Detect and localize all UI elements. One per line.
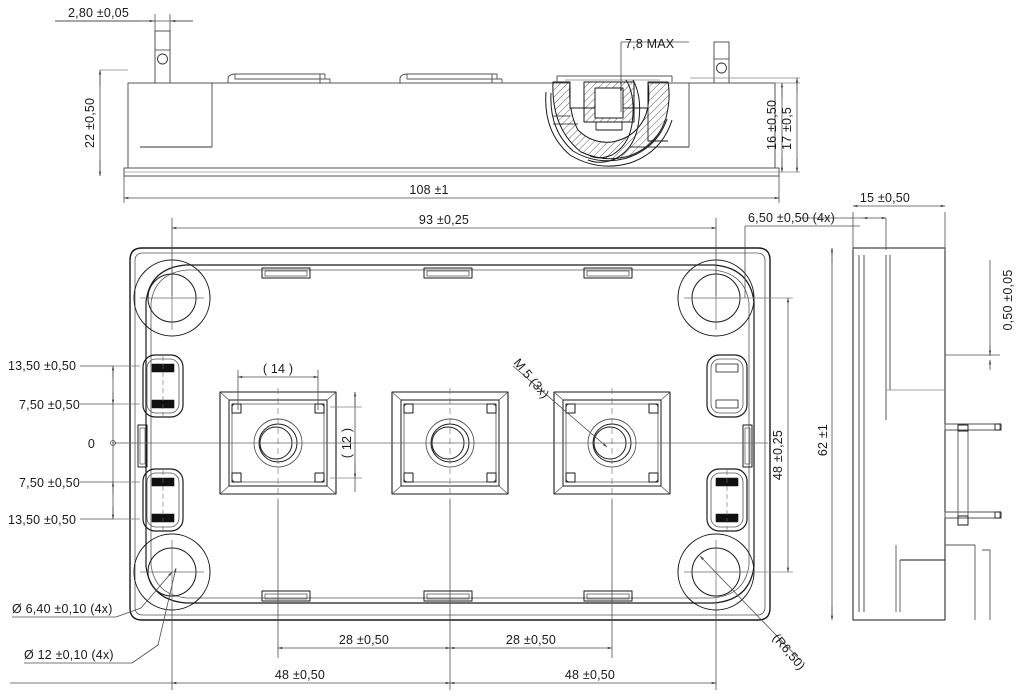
dim-label-body-height-17: 17 ±0,5 bbox=[780, 107, 794, 150]
dim-terminal-pitch bbox=[55, 14, 193, 40]
side-pin-upper bbox=[944, 423, 1002, 431]
dim-label-pad-750-bottom: 7,50 ±0,50 bbox=[19, 476, 80, 490]
dim-overall-length bbox=[123, 176, 780, 203]
side-lead-frame bbox=[945, 424, 991, 620]
top-plan-view bbox=[10, 218, 860, 690]
dim-label-terminal-pitch: 2,80 ±0,05 bbox=[68, 6, 129, 20]
dim-bottom-pitches bbox=[10, 500, 717, 690]
dim-label-side-width: 15 ±0,50 bbox=[860, 191, 910, 205]
dim-label-overall-width: 62 ±1 bbox=[816, 424, 830, 456]
dim-label-corner-radius: (R6,50) bbox=[770, 631, 808, 673]
dim-label-pad-750-top: 7,50 ±0,50 bbox=[19, 398, 80, 412]
dim-label-total-height: 22 ±0,50 bbox=[83, 98, 97, 148]
dim-label-overall-length: 108 ±1 bbox=[409, 183, 448, 197]
top-clip-right bbox=[399, 73, 503, 84]
aux-terminal-pad-top-right bbox=[706, 354, 748, 418]
dim-label-pitch-28-right: 28 ±0,50 bbox=[506, 633, 556, 647]
edge-tab-bottom-1 bbox=[261, 590, 311, 602]
aux-terminal-pad-bottom-right bbox=[706, 468, 748, 532]
dim-label-pad-1350-top: 13,50 ±0,50 bbox=[8, 359, 76, 373]
leader-m5-thread bbox=[512, 365, 608, 448]
leader-screw-height bbox=[619, 41, 689, 112]
dim-label-body-height-16: 16 ±0,50 bbox=[765, 100, 779, 150]
center-slot-left bbox=[137, 424, 148, 468]
dim-pad-width bbox=[237, 370, 319, 410]
drawing-geometry bbox=[10, 14, 1002, 690]
dim-label-thread-callout: M 5 (3x) bbox=[511, 356, 552, 401]
leader-hole-callouts bbox=[12, 567, 177, 664]
dim-label-screw-head-max: 7,8 MAX bbox=[625, 37, 675, 51]
edge-tab-bottom-2 bbox=[423, 590, 473, 602]
center-slot-right bbox=[742, 424, 753, 468]
dim-label-pitch-28-left: 28 ±0,50 bbox=[339, 633, 389, 647]
dim-label-corner-offset: 6,50 ±0,50 (4x) bbox=[748, 211, 835, 225]
top-clip-left bbox=[227, 73, 331, 84]
edge-tab-top-2 bbox=[423, 267, 473, 279]
dim-label-hole-small: Ø 6,40 ±0,10 (4x) bbox=[12, 602, 113, 616]
dim-hole-span-x bbox=[171, 218, 717, 296]
dim-label-pitch-48-right: 48 ±0,50 bbox=[565, 668, 615, 682]
edge-tab-top-1 bbox=[261, 267, 311, 279]
leader-corner-radius bbox=[699, 555, 801, 661]
dim-side-width bbox=[800, 204, 946, 250]
dim-hole-span-y bbox=[716, 297, 793, 573]
aux-terminal-pad-top-left bbox=[142, 354, 184, 418]
pin-terminal-right bbox=[713, 41, 730, 84]
dim-label-hole-span-y: 48 ±0,25 bbox=[771, 430, 785, 480]
side-pin-lower bbox=[944, 511, 1002, 519]
dim-body-heights bbox=[690, 77, 800, 173]
dim-label-datum-zero: 0 bbox=[88, 437, 95, 451]
pin-terminal-left bbox=[154, 30, 171, 84]
dim-label-pitch-48-left: 48 ±0,50 bbox=[275, 668, 325, 682]
dim-label-pad-height: ( 12 ) bbox=[340, 428, 354, 458]
dim-label-baseplate-thickness: 0,50 ±0,05 bbox=[1001, 270, 1015, 331]
dim-pad-height bbox=[330, 391, 362, 492]
dim-baseplate-thickness bbox=[945, 260, 1000, 370]
edge-tab-bottom-3 bbox=[583, 590, 633, 602]
edge-tab-top-3 bbox=[583, 267, 633, 279]
right-side-view bbox=[800, 204, 1002, 621]
dim-left-ladder bbox=[80, 365, 140, 520]
dim-total-height bbox=[98, 69, 128, 177]
dim-label-hole-span-x: 93 ±0,25 bbox=[419, 213, 469, 227]
power-terminal-pad-1 bbox=[219, 388, 337, 500]
front-elevation-view bbox=[55, 14, 800, 203]
dim-label-hole-large: Ø 12 ±0,10 (4x) bbox=[24, 648, 114, 662]
screw-boss-section bbox=[545, 75, 673, 167]
aux-terminal-pad-bottom-left bbox=[142, 468, 184, 532]
dim-label-pad-width: ( 14 ) bbox=[263, 362, 293, 376]
power-terminal-pad-3 bbox=[553, 388, 671, 500]
dim-label-pad-1350-bottom: 13,50 ±0,50 bbox=[8, 513, 76, 527]
power-terminal-pad-2 bbox=[391, 388, 509, 500]
